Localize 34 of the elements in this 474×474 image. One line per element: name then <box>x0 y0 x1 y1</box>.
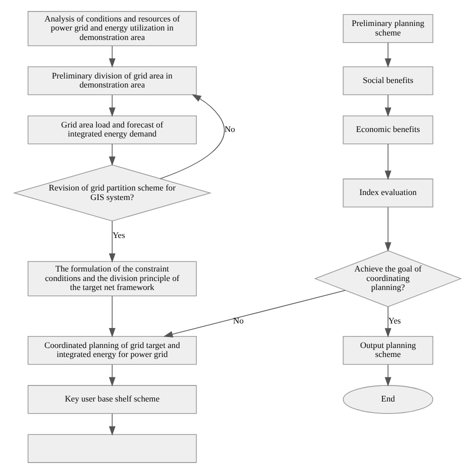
arrow <box>108 296 115 338</box>
arrow <box>108 144 115 166</box>
node-diamond: Revision of grid partition scheme for GIS system? <box>12 164 212 222</box>
arrow <box>108 413 115 436</box>
arrow <box>108 364 115 386</box>
edge-label: No <box>224 124 235 134</box>
node-box: Analysis of conditions and resources of power grid and energy utilization in demonstration area <box>27 11 196 46</box>
arrow <box>384 94 391 117</box>
node-ellipse: End <box>342 385 433 414</box>
node-box: Key user base shelf scheme <box>27 385 196 414</box>
node-box: Grid area load and forecast of integrated energy demand <box>27 115 196 144</box>
node-box: Output planning scheme <box>342 336 433 365</box>
node-box: Economic benefits <box>342 115 433 144</box>
arrow <box>108 46 115 68</box>
arrow <box>108 94 115 117</box>
arrow <box>384 42 391 68</box>
node-box: The formulation of the constraint conditions and the division principle of the target net framework <box>27 261 196 296</box>
arrow <box>384 144 391 180</box>
edge-label: Yes <box>388 316 400 326</box>
arrow <box>384 206 391 252</box>
node-box <box>27 434 196 463</box>
node-box: Coordinated planning of grid target and integrated energy for power grid <box>27 336 196 365</box>
node-box: Preliminary planning scheme <box>342 14 433 43</box>
arrow <box>384 364 391 386</box>
arrow <box>160 94 224 179</box>
arrow <box>108 220 115 263</box>
arrow <box>162 290 346 338</box>
edge-label: Yes <box>112 230 125 240</box>
node-box: Social benefits <box>342 66 433 96</box>
node-box: Preliminary division of grid area in demonstration area <box>27 66 196 96</box>
arrow <box>384 306 391 338</box>
node-diamond: Achieve the goal of coordinating planning? <box>314 250 462 308</box>
edge-label: No <box>232 316 244 326</box>
node-box: Index evaluation <box>342 178 433 208</box>
